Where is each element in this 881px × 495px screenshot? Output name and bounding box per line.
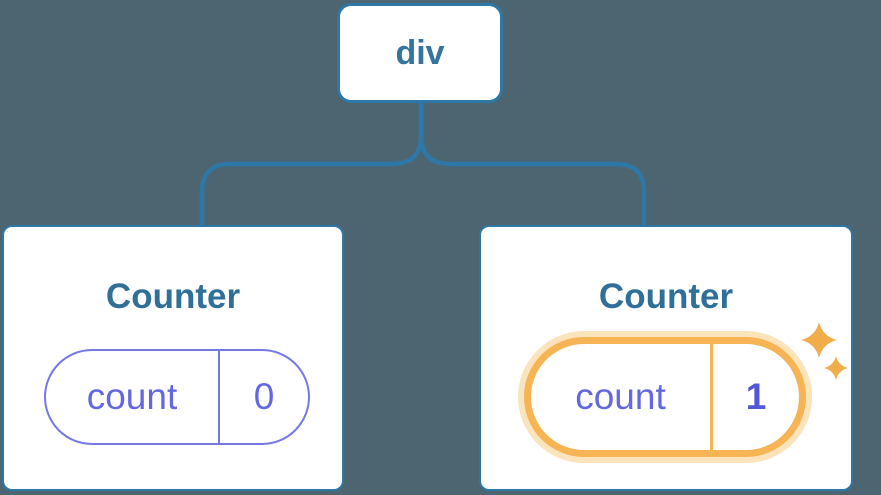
state-pill-highlighted: count 1 xyxy=(524,337,806,457)
component-title: Counter xyxy=(105,277,241,316)
counter-card-right: Counter count 1 xyxy=(479,225,853,491)
state-key-label: count xyxy=(46,351,220,443)
connector-right-branch xyxy=(418,101,647,226)
connector-left-branch xyxy=(199,101,424,226)
state-key-label: count xyxy=(531,344,713,450)
root-node-label: div xyxy=(395,33,445,72)
state-value: 0 xyxy=(253,376,275,417)
counter-card-left: Counter count 0 xyxy=(2,225,344,491)
component-title: Counter xyxy=(598,277,734,316)
sparkle-small xyxy=(824,356,848,380)
sparkles-icon xyxy=(801,322,848,380)
sparkle-large xyxy=(801,322,837,358)
root-node: div xyxy=(337,3,503,103)
state-pill-glow: count 1 xyxy=(518,331,812,463)
state-value: 1 xyxy=(745,376,767,417)
state-pill: count 0 xyxy=(44,349,310,445)
